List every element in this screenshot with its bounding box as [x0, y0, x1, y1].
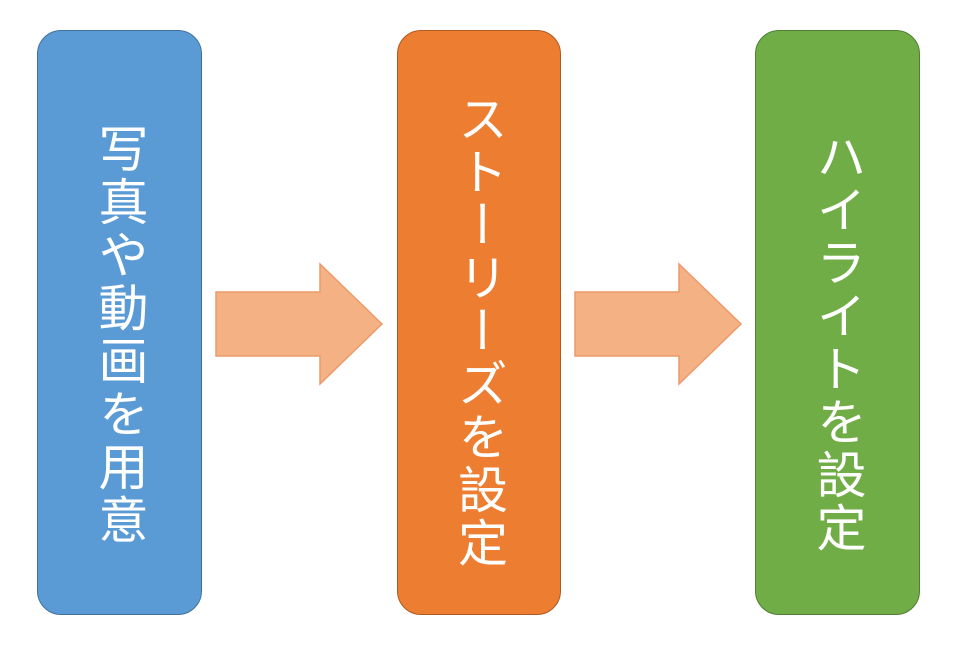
right-arrow-icon: [574, 262, 743, 386]
step-label-set-highlights: ハイライトを設定: [808, 131, 867, 555]
step-box-set-stories: ストーリーズを設定: [397, 30, 561, 615]
step-box-set-highlights: ハイライトを設定: [755, 30, 920, 615]
step-box-prepare-media: 写真や動画を用意: [37, 30, 202, 615]
step-label-prepare-media: 写真や動画を用意: [90, 123, 149, 547]
step-label-set-stories: ストーリーズを設定: [450, 93, 508, 570]
right-arrow-icon: [215, 262, 384, 386]
